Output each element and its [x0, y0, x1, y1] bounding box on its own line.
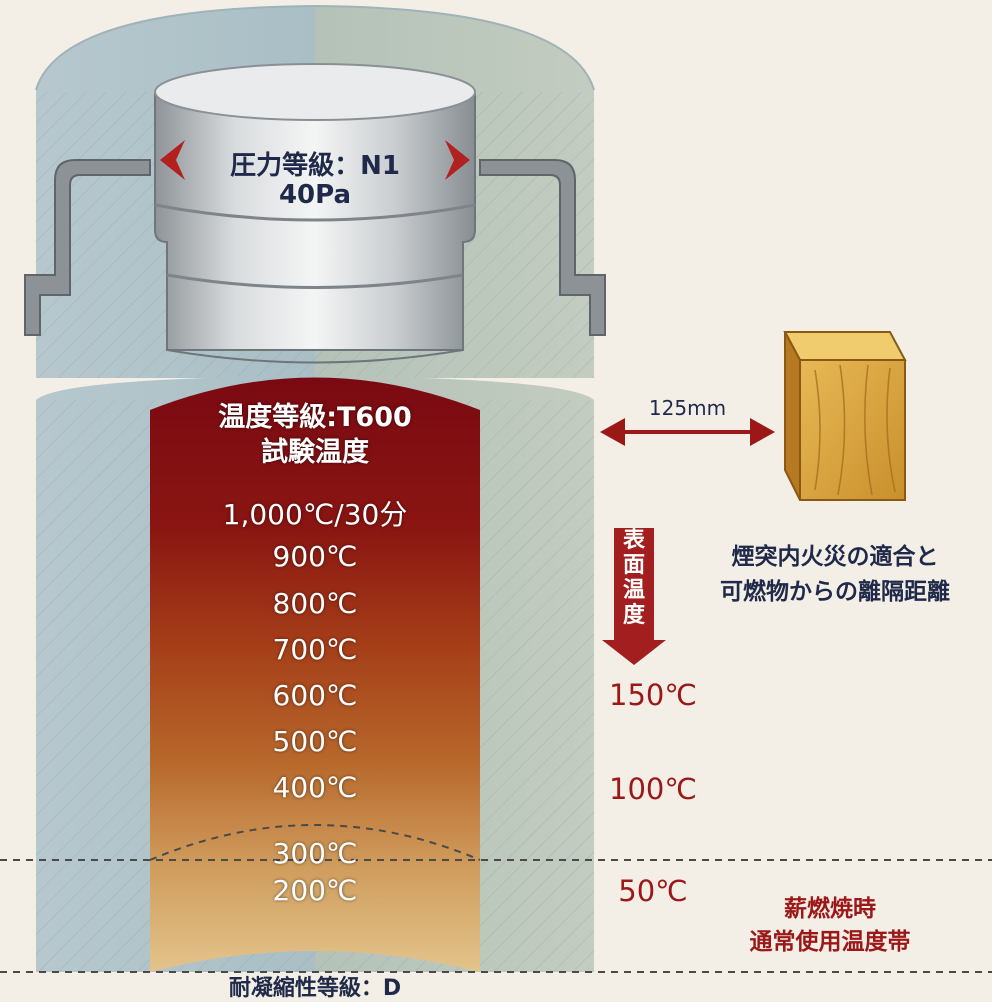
wood-block-icon: [783, 331, 907, 501]
temp-level: 400℃: [272, 771, 358, 804]
temperature-class-label: 温度等級:T600: [218, 402, 412, 433]
temp-level: 1,000℃/30分: [222, 498, 408, 531]
pressure-class-label: 圧力等級：N1: [230, 151, 400, 181]
temp-level: 700℃: [272, 633, 358, 666]
temp-level: 900℃: [272, 540, 358, 573]
bracket-right: [479, 159, 606, 336]
temp-level: 600℃: [272, 679, 358, 712]
clearance-arrow-left: [600, 418, 625, 446]
pressure-arrow-left: [160, 140, 185, 180]
bracket-left: [24, 159, 151, 336]
test-temperature-label: 試験温度: [261, 437, 369, 468]
surface-temp-arrow: [602, 528, 666, 665]
pressure-arrow-right: [445, 140, 470, 180]
flue-interior: [150, 377, 480, 972]
surface-temperature-label: 表 面 温 度: [622, 528, 645, 628]
temp-level: 800℃: [272, 587, 358, 620]
pressure-value-label: 40Pa: [278, 180, 352, 210]
clearance-caption-line1: 煙突内火災の適合と: [731, 544, 939, 570]
clearance-arrow-right: [750, 418, 775, 446]
temp-level: 200℃: [272, 874, 358, 907]
surface-temp-value: 50℃: [618, 874, 688, 908]
temp-level: 300℃: [272, 837, 358, 870]
surface-temp-value: 100℃: [609, 772, 697, 806]
normal-use-label-line2: 通常使用温度帯: [749, 929, 911, 955]
condensation-class-label: 耐凝縮性等級：D: [228, 976, 402, 1001]
clearance-distance-label: 125mm: [648, 396, 727, 420]
temp-level: 500℃: [272, 725, 358, 758]
normal-use-boundary-curve: [149, 824, 481, 861]
clearance-caption-line2: 可燃物からの離隔距離: [720, 579, 950, 605]
surface-temp-value: 150℃: [609, 678, 697, 712]
normal-use-label-line1: 薪燃焼時: [784, 896, 876, 922]
